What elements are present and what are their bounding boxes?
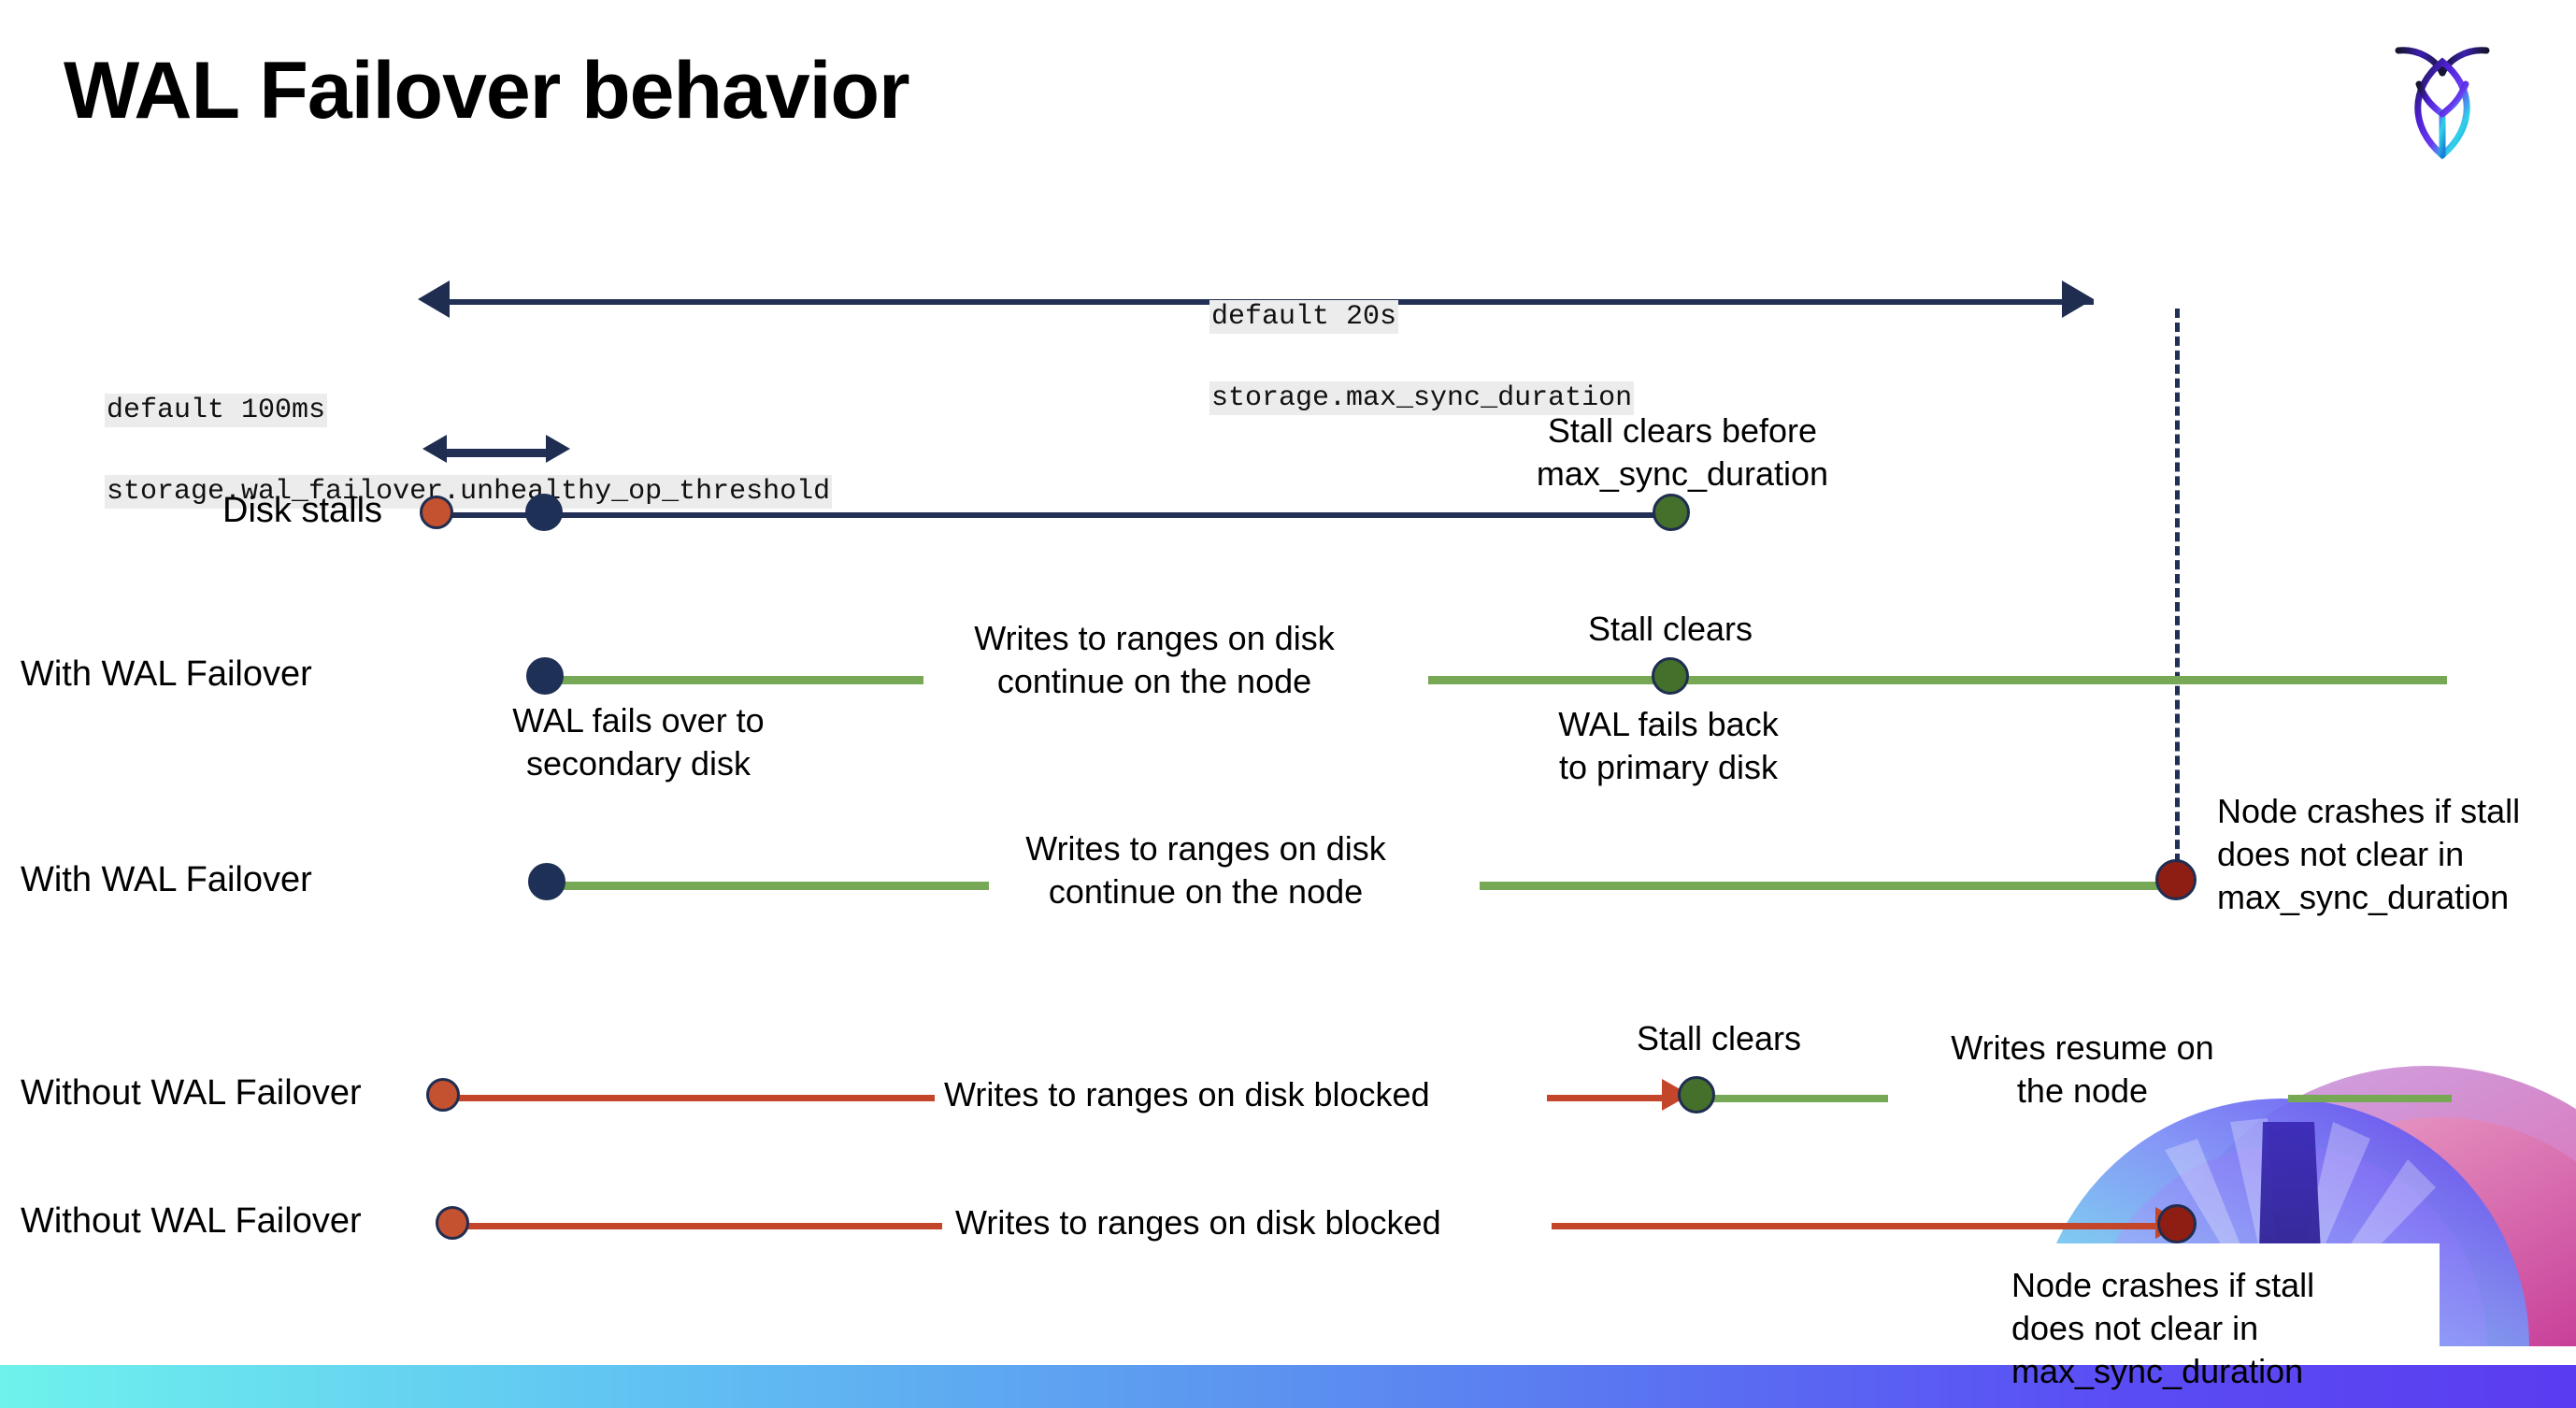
disk-stall-start-marker xyxy=(420,496,453,529)
note-node-crashes-2: Node crashes if stall does not clear in … xyxy=(2011,1266,2315,1391)
row-label-with-wal-failover-2: With WAL Failover xyxy=(21,860,312,899)
without-wal-2-blocked-segment-right xyxy=(1552,1223,2159,1229)
note-writes-continue-1: Writes to ranges on disk continue on the… xyxy=(974,619,1335,701)
page-title: WAL Failover behavior xyxy=(64,46,910,136)
max-sync-annotation: default 20s storage.max_sync_duration xyxy=(1142,256,1635,460)
note-stall-clears-1: Stall clears xyxy=(1587,610,1753,648)
note-writes-blocked-2: Writes to ranges on disk blocked xyxy=(955,1203,1441,1242)
note-node-crashes-1: Node crashes if stall does not clear in … xyxy=(2217,792,2521,917)
max-sync-default-label: default 20s xyxy=(1209,299,1399,334)
without-wal-1-stall-start-marker xyxy=(426,1078,460,1112)
row-label-disk-stalls: Disk stalls xyxy=(222,491,383,530)
unhealthy-arrowhead-right-icon xyxy=(546,435,570,463)
note-writes-resume: Writes resume on the node xyxy=(1951,1028,2214,1111)
wal-failover-1-failover-marker xyxy=(526,657,564,695)
without-wal-2-stall-start-marker xyxy=(436,1206,469,1240)
row-label-with-wal-failover-1: With WAL Failover xyxy=(21,654,312,694)
wal-failover-2-segment-left xyxy=(550,882,989,890)
note-wal-fails-over: WAL fails over to secondary disk xyxy=(512,701,765,783)
wal-failover-1-stall-clear-marker xyxy=(1652,657,1689,695)
unhealthy-threshold-annotation: default 100ms storage.wal_failover.unhea… xyxy=(37,350,833,553)
wal-failover-2-segment-right xyxy=(1480,882,2174,890)
without-wal-1-resume-segment-far xyxy=(2288,1095,2452,1102)
note-writes-blocked-1: Writes to ranges on disk blocked xyxy=(944,1075,1430,1113)
cockroachdb-logo-icon xyxy=(2382,28,2503,168)
unhealthy-arrowhead-left-icon xyxy=(422,435,447,463)
note-writes-continue-2: Writes to ranges on disk continue on the… xyxy=(1025,829,1386,912)
disk-stall-threshold-marker xyxy=(525,494,563,531)
max-sync-setting-label: storage.max_sync_duration xyxy=(1209,381,1635,415)
note-wal-fails-back: WAL fails back to primary disk xyxy=(1558,705,1779,787)
note-stall-clears-before: Stall clears before max_sync_duration xyxy=(1536,411,1829,494)
disk-stalls-timeline xyxy=(437,512,1681,518)
wal-failover-2-failover-marker xyxy=(528,863,565,900)
without-wal-1-blocked-segment-right xyxy=(1547,1095,1664,1101)
without-wal-1-stall-clear-marker xyxy=(1678,1076,1715,1113)
wal-failover-1-segment-right xyxy=(1428,676,2447,684)
note-stall-clears-2: Stall clears xyxy=(1636,1019,1802,1057)
wal-failover-2-node-crash-marker xyxy=(2155,859,2197,900)
unhealthy-setting-label: storage.wal_failover.unhealthy_op_thresh… xyxy=(105,474,833,509)
max-sync-arrowhead-left-icon xyxy=(418,280,450,318)
max-sync-arrowhead-right-icon xyxy=(2062,280,2094,318)
wal-failover-1-segment-left xyxy=(550,676,923,684)
without-wal-1-blocked-segment-left xyxy=(449,1095,935,1101)
row-label-without-wal-failover-1: Without WAL Failover xyxy=(21,1073,362,1113)
without-wal-2-node-crash-marker xyxy=(2157,1204,2197,1243)
row-label-without-wal-failover-2: Without WAL Failover xyxy=(21,1201,362,1241)
bottom-gradient-bar xyxy=(0,1365,2576,1408)
without-wal-1-resume-segment xyxy=(1710,1095,1888,1102)
unhealthy-default-label: default 100ms xyxy=(105,393,328,427)
max-sync-deadline-dashed-line xyxy=(2175,309,2180,877)
unhealthy-threshold-span-line xyxy=(444,449,552,457)
without-wal-2-blocked-segment-left xyxy=(458,1223,942,1229)
note-card-backdrop xyxy=(1972,1243,2440,1363)
disk-stall-clear-marker xyxy=(1653,494,1690,531)
